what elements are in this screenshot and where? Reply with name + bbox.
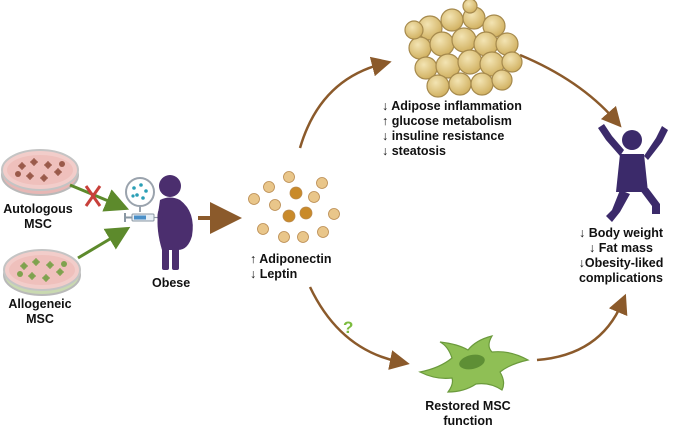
- adipose-effect-item: ↓ insuline resistance: [382, 129, 505, 143]
- adipose-tissue-icon: [404, 0, 523, 98]
- magnifier-icon: [125, 177, 155, 212]
- outcome-item: ↓ Body weight: [578, 226, 664, 240]
- adipose-effect-item: ↑ glucose metabolism: [382, 114, 512, 128]
- outcome-item: complications: [578, 271, 664, 285]
- adipokine-dots-icon: [248, 171, 340, 243]
- allogeneic-arrow: [77, 226, 131, 260]
- outcomes-list: ↓ Body weight ↓ Fat mass ↓Obesity-liked …: [562, 226, 680, 286]
- autologous-label-line1: Autologous: [3, 202, 73, 216]
- obese-person-icon: [157, 175, 193, 270]
- autologous-petri-dish-icon: [1, 149, 79, 196]
- autologous-label: Autologous MSC: [2, 202, 74, 232]
- adipose-effects-list: ↓ Adipose inflammation ↑ glucose metabol…: [382, 99, 522, 159]
- restored-msc-line1: Restored MSC: [425, 399, 511, 413]
- obese-label: Obese: [152, 276, 191, 290]
- hormone-effect-item: ↑ Adiponectin: [250, 252, 332, 266]
- syringe-icon: [124, 213, 164, 222]
- lower-curved-arrow: [308, 286, 410, 370]
- allogeneic-label-line2: MSC: [26, 312, 54, 326]
- happy-person-icon: [598, 124, 668, 222]
- adipose-effect-item: ↓ steatosis: [382, 144, 446, 158]
- hormone-effect-item: ↓ Leptin: [250, 267, 298, 281]
- question-mark: ?: [343, 318, 354, 337]
- autologous-label-line2: MSC: [24, 217, 52, 231]
- upper-curved-arrow: [298, 56, 392, 149]
- outcome-item: ↓ Fat mass: [589, 241, 653, 255]
- allogeneic-label: Allogeneic MSC: [4, 297, 76, 327]
- msc-cell-icon: [418, 335, 530, 393]
- msc-to-outcome-arrow: [536, 293, 628, 362]
- allogeneic-petri-dish-icon: [3, 249, 81, 296]
- hormone-effects-list: ↑ Adiponectin ↓ Leptin: [250, 252, 331, 282]
- allogeneic-label-line1: Allogeneic: [8, 297, 72, 311]
- restored-msc-label: Restored MSC function: [412, 399, 524, 429]
- outcome-item: ↓Obesity-liked: [578, 256, 664, 270]
- restored-msc-line2: function: [443, 414, 493, 428]
- blocked-cross-icon: [84, 185, 102, 207]
- adipose-effect-item: ↓ Adipose inflammation: [382, 99, 522, 113]
- adipose-to-outcome-arrow: [519, 53, 622, 128]
